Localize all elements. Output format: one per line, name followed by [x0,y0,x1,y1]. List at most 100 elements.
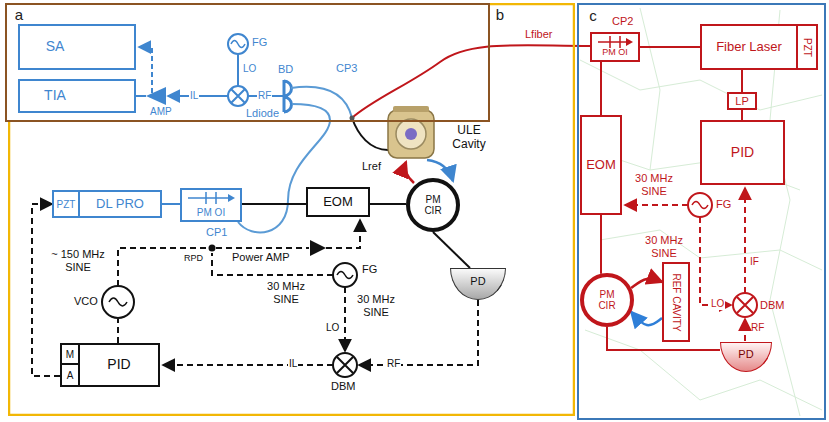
signal-label: 30 MHz SINE [640,234,688,259]
connector [600,215,602,274]
length-label: Ldiode [246,107,279,120]
isolator-plates [206,192,216,204]
mixer-cross [337,357,353,373]
node-text: TIA [44,88,66,103]
node-text: PM OI [602,48,628,58]
text-slot: a [11,6,27,24]
laser-box: PZTDL PRO [52,190,162,218]
text-slot: PID [702,122,783,183]
component-label: AMP [150,106,172,118]
laser-box: Fiber LaserPZT [700,24,818,70]
dashed-wire [344,287,346,351]
dashed-wire [163,364,333,366]
connector [741,70,743,92]
mixer-symbol [733,293,757,317]
connector [631,312,662,325]
beam-arrow [405,162,414,183]
sine-symbol [231,41,245,48]
text-slot: PM OI [182,206,240,219]
wire [237,54,239,86]
controller-box: MAPID [60,343,160,387]
node-text: PZT [57,199,76,210]
cavity-illustration [396,119,426,149]
cavity-illustration [388,110,434,158]
text-slot: SA [30,26,80,68]
dashed-wire [139,47,152,93]
modulator-box: EOM [580,115,622,215]
node-text: PD [470,275,485,287]
isolator-box: PM OI [590,32,640,62]
text-slot: EOM [308,189,368,215]
photodetector: PD [450,268,506,300]
connector [370,203,406,205]
node-text: PM CIR [593,289,621,311]
cavity-box: REF CAVITY [662,262,690,342]
panel-border [9,4,574,415]
signal-label: ~ 150 MHz SINE [46,248,110,273]
signal-generator-symbol [333,263,357,287]
dashed-wire [744,319,746,341]
coupler-dot [350,116,355,121]
length-label: Lfiber [525,28,553,41]
dashed-wire [700,217,731,305]
signal-label: LO [243,63,256,75]
node-text: EOM [586,158,616,172]
signal-label: IF [750,256,759,268]
coupler-label: CP1 [206,226,227,239]
text-slot: PM CIR [593,281,621,319]
photodetector: PD [720,342,772,372]
component-label: DBM [760,299,784,312]
oscillator-symbol [102,286,134,318]
connector [162,203,180,205]
signal-generator-symbol [688,193,712,217]
connector [433,232,470,268]
component-label: BD [278,63,293,76]
dashed-wire [326,220,360,248]
signal-label: 30 MHz SINE [630,172,678,197]
combiner-symbol [209,245,216,252]
mixer-symbol [333,353,357,377]
fiber [352,45,590,118]
signal-label: 30 MHz SINE [262,280,310,305]
node-text: REF CAVITY [671,273,682,331]
amplifier-symbol [146,87,166,105]
connector [32,204,60,376]
cavity-illustration [405,128,417,140]
connector [242,203,306,205]
text-slot: c [585,7,601,25]
text-slot: PM OI [592,47,638,59]
isolator-arrow [188,197,230,199]
component-label: RPD [184,253,203,263]
isolator-plates [610,36,620,48]
text-slot: REF CAVITY [664,264,688,340]
mixer-cross [737,297,753,313]
instrument-box: TIA [18,79,136,113]
circulator-circle: PM CIR [580,273,634,327]
fiber [352,118,388,150]
component-label: ULE Cavity [444,124,494,152]
panel: aSA TIA [5,3,490,122]
instrument-box: SA [18,24,136,70]
text-slot: PZT [796,26,816,68]
mixer-cross [231,89,245,103]
sine-symbol [337,272,353,279]
signal-label: LO [326,322,339,334]
node-text: b [496,7,504,24]
node-text: LP [735,95,748,107]
node-text: PM CIR [419,194,447,216]
modulator-box: EOM [306,187,370,217]
node-text: PM OI [197,207,225,218]
dashed-wire [744,188,746,293]
balanced-detector-symbol [284,80,292,112]
text-slot: PZT [54,192,80,216]
fiber [291,87,352,118]
signal-label: IL [189,90,199,102]
amplifier-symbol [310,240,326,256]
component-label: FG [362,263,377,276]
text-slot: PID [80,345,158,385]
text-slot: PM CIR [419,186,447,224]
isolator-symbol [182,191,240,205]
signal-generator-symbol [228,34,248,54]
node-text: A [67,370,74,381]
component-label: VCO [74,295,98,308]
